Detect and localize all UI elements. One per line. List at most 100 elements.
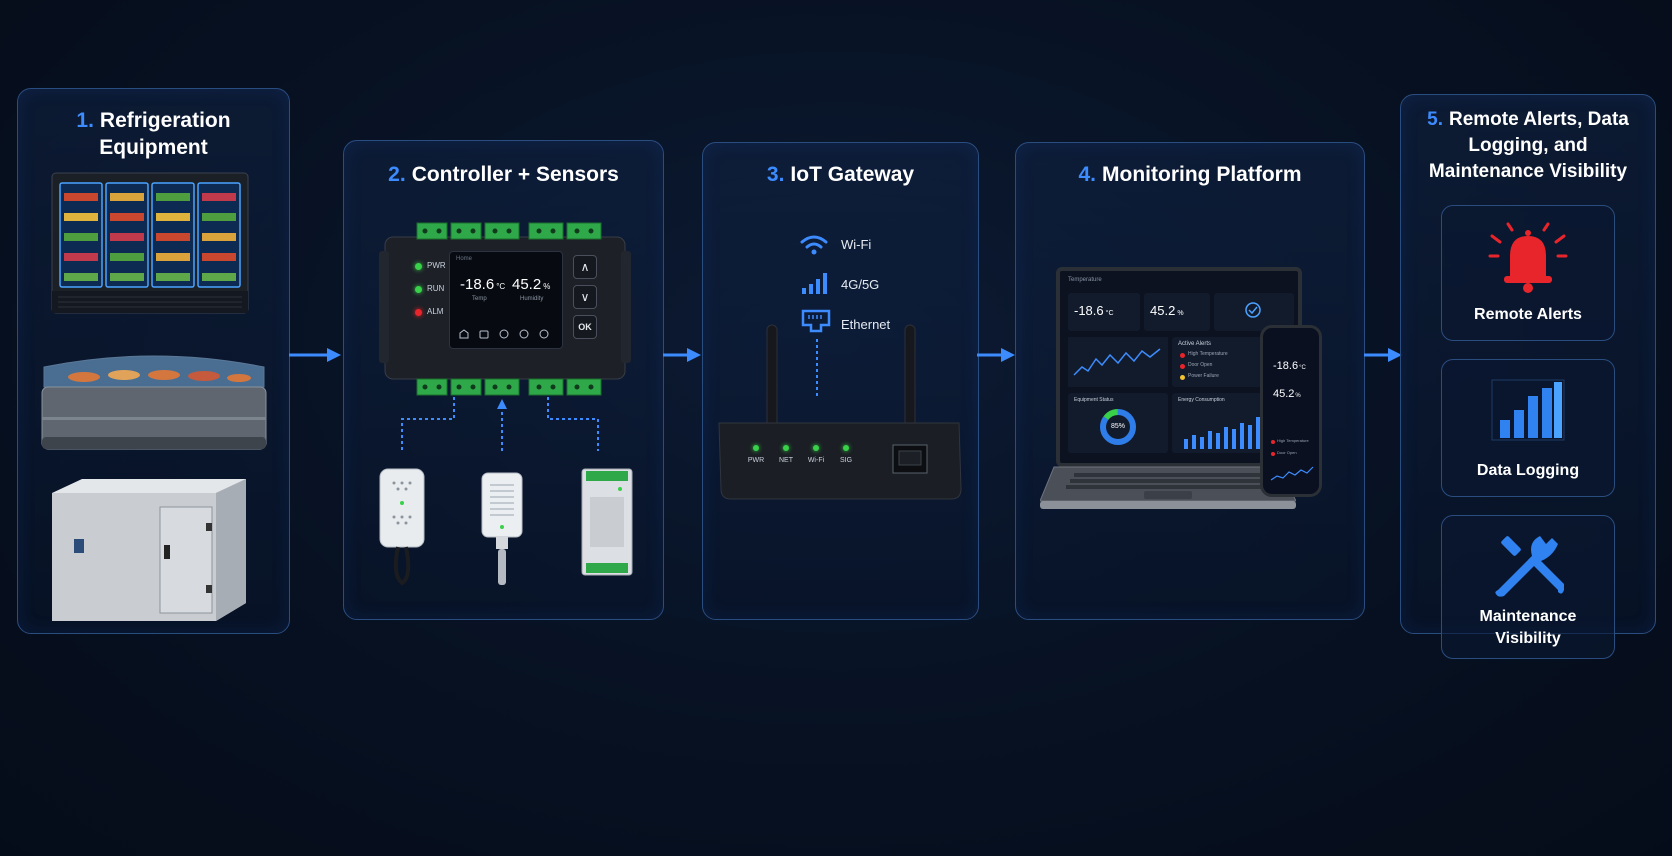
gateway-router-image	[718, 324, 962, 500]
dashboard-humidity-card: 45.2%	[1144, 293, 1210, 331]
humidity-sensor-image	[379, 468, 425, 586]
gateway-led-net	[783, 445, 789, 451]
panel-5-title: 5.Remote Alerts, Data Logging, and Maint…	[1401, 107, 1655, 185]
dashboard-temp-unit: °C	[1105, 310, 1114, 317]
dashboard-equipment-value: 85%	[1110, 423, 1125, 430]
stage-3-number: 3.	[766, 163, 785, 186]
dashboard-humidity-unit: %	[1177, 310, 1184, 317]
dashboard-alert-3: Power Failure	[1188, 373, 1219, 379]
phone-humidity-value: 45.2	[1273, 388, 1295, 400]
controller-screen-menu-icons	[459, 329, 549, 339]
dashboard-temp-reading: -18.6°C	[1074, 303, 1114, 318]
phone-chart	[1270, 466, 1314, 481]
maintenance-visibility-label: Maintenance Visibility	[1479, 608, 1577, 647]
panel-3-title: 3.IoT Gateway	[703, 161, 978, 188]
phone-temp-unit: °C	[1299, 365, 1306, 371]
controller-led-run-label: RUN	[427, 284, 445, 293]
dashboard-status-card	[1214, 293, 1294, 331]
dashboard-alert-2: Door Open	[1188, 362, 1213, 368]
controller-up-button[interactable]: ∧	[573, 255, 597, 279]
phone-temp-reading: -18.6°C	[1273, 360, 1306, 372]
controller-temp-label: Temp	[472, 296, 487, 302]
chevron-down-icon: ∨	[580, 290, 590, 304]
dashboard-energy-label: Energy Consumption	[1178, 397, 1225, 403]
dashboard-temp-value: -18.6	[1074, 303, 1104, 318]
dashboard-alert-1: High Temperature	[1188, 351, 1228, 357]
controller-temp-unit: °C	[496, 282, 506, 291]
cellular-signal-icon	[802, 273, 827, 294]
chevron-up-icon: ∧	[580, 260, 590, 274]
output-remote-alerts: Remote Alerts	[1441, 205, 1615, 341]
panel-iot-gateway: 3.IoT Gateway Wi-Fi 4G/5G Ethernet	[702, 142, 979, 620]
phone-alert-dot-1	[1271, 440, 1275, 444]
controller-screen-title: Home	[456, 256, 473, 262]
stage-5-number: 5.	[1427, 109, 1443, 130]
dashboard-temperature-chart	[1068, 337, 1168, 387]
chest-freezer-image	[41, 355, 267, 450]
stage-2-number: 2.	[388, 163, 406, 186]
dashboard-alert-dot-3	[1180, 375, 1185, 380]
walk-in-cold-room-image	[52, 479, 246, 621]
panel-monitoring-platform: 4.Monitoring Platform Temperature -18.6°…	[1015, 142, 1365, 620]
remote-alerts-label: Remote Alerts	[1474, 306, 1582, 323]
dashboard-header: Temperature	[1068, 277, 1102, 283]
stage-1-number: 1.	[76, 109, 94, 132]
controller-device: PWR RUN ALM Home -18.6°C 45.2% Temp Humi…	[377, 215, 633, 401]
controller-temp-reading: -18.6°C	[460, 276, 505, 293]
phone-alert-2: Door Open	[1277, 450, 1297, 455]
panel-2-title: 2.Controller + Sensors	[344, 161, 663, 188]
data-logging-label: Data Logging	[1476, 462, 1580, 479]
display-freezer-image	[51, 172, 249, 314]
smartphone-device: -18.6°C 45.2% High Temperature Door Open	[1260, 325, 1322, 497]
controller-down-button[interactable]: ∨	[573, 285, 597, 309]
gateway-led-sig-label: SIG	[839, 457, 853, 464]
stage-5-title: Remote Alerts, Data Logging, and Mainten…	[1428, 109, 1629, 182]
controller-humidity-reading: 45.2%	[512, 276, 550, 293]
stage-4-number: 4.	[1078, 163, 1097, 186]
dashboard-alert-dot-1	[1180, 353, 1185, 358]
panel-refrigeration-equipment: 1.Refrigeration Equipment	[17, 88, 290, 634]
dashboard-alert-dot-2	[1180, 364, 1185, 369]
output-maintenance-visibility: Maintenance Visibility	[1441, 515, 1615, 659]
phone-humidity-unit: %	[1295, 393, 1301, 399]
dashboard-alerts-title: Active Alerts	[1178, 341, 1212, 347]
wrench-screwdriver-icon	[1495, 536, 1564, 597]
stage-2-title: Controller + Sensors	[411, 163, 619, 186]
flow-arrow-2	[663, 348, 701, 362]
stage-4-title: Monitoring Platform	[1102, 163, 1302, 186]
controller-humidity-value: 45.2	[512, 276, 542, 293]
phone-temp-value: -18.6	[1273, 360, 1299, 372]
check-circle-icon	[1245, 302, 1261, 318]
phone-alert-dot-2	[1271, 452, 1275, 456]
dashboard-humidity-value: 45.2	[1150, 303, 1176, 318]
phone-alert-1: High Temperature	[1277, 438, 1309, 443]
dashboard-temp-card: -18.6°C	[1068, 293, 1140, 331]
panel-4-title: 4.Monitoring Platform	[1016, 161, 1364, 188]
laptop-device: Temperature -18.6°C 45.2%	[1040, 267, 1302, 513]
controller-led-pwr	[415, 263, 422, 270]
controller-ok-button[interactable]: OK	[573, 315, 597, 339]
temperature-probe-image	[481, 472, 523, 585]
controller-humidity-label: Humidity	[520, 296, 544, 302]
flow-arrow-3	[977, 348, 1015, 362]
bar-chart-icon	[1491, 379, 1565, 441]
controller-led-alm-label: ALM	[427, 307, 444, 316]
connectivity-cellular-label: 4G/5G	[841, 277, 880, 292]
dashboard-humidity-reading: 45.2%	[1150, 303, 1184, 318]
stage-1-title: Refrigeration Equipment	[99, 109, 231, 159]
flow-arrow-4	[1364, 348, 1402, 362]
din-rail-module-image	[581, 468, 633, 576]
connectivity-wifi-label: Wi-Fi	[841, 237, 872, 252]
alarm-bell-icon	[1488, 222, 1568, 293]
controller-humidity-unit: %	[543, 282, 551, 291]
stage-3-title: IoT Gateway	[790, 163, 915, 186]
controller-led-pwr-label: PWR	[427, 261, 446, 270]
controller-led-alm	[415, 309, 422, 316]
laptop-base	[1040, 466, 1296, 509]
gateway-led-wifi	[813, 445, 819, 451]
ethernet-port-icon	[801, 309, 831, 333]
output-data-logging: Data Logging	[1441, 359, 1615, 497]
wifi-icon	[800, 235, 828, 255]
gateway-led-pwr	[753, 445, 759, 451]
